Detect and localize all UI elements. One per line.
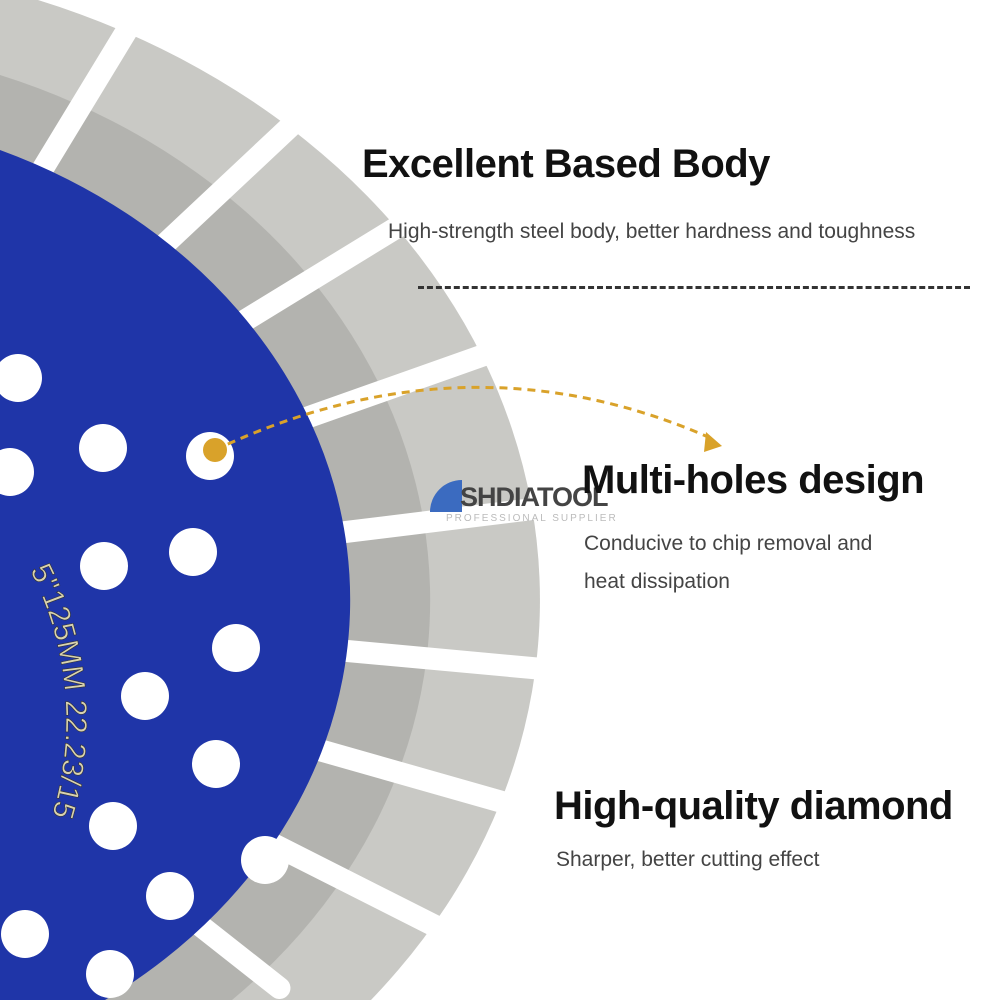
cooling-hole	[212, 624, 260, 672]
section-desc-body: High-strength steel body, better hardnes…	[388, 220, 916, 243]
cooling-hole	[0, 448, 34, 496]
cooling-hole	[1, 910, 49, 958]
arrowhead-icon	[704, 432, 722, 452]
segment-gap	[243, 824, 474, 951]
segment-gap	[217, 198, 437, 342]
section-desc-holes-line2: heat dissipation	[584, 570, 730, 593]
section-title-holes: Multi-holes design	[582, 458, 925, 502]
brand-logo: SHDIATOOL PROFESSIONAL SUPPLIER	[428, 476, 616, 528]
logo-name: SHDIATOOL	[460, 482, 609, 512]
cooling-hole	[192, 740, 240, 788]
segment-gap	[315, 638, 577, 683]
segment-gap	[313, 494, 574, 546]
segment-gap	[140, 91, 327, 268]
logo-tagline: PROFESSIONAL SUPPLIER	[446, 513, 618, 524]
cooling-hole	[169, 528, 217, 576]
segment-gaps	[21, 1, 577, 999]
section-title-body: Excellent Based Body	[362, 142, 770, 186]
blade-logo-icon	[430, 480, 462, 512]
segment-gap	[21, 1, 150, 197]
cooling-hole	[0, 354, 42, 402]
section-desc-diamond: Sharper, better cutting effect	[556, 848, 820, 871]
section-desc-holes-line1: Conducive to chip removal and	[584, 532, 873, 555]
cooling-hole	[241, 836, 289, 884]
steel-body	[0, 150, 351, 1000]
callout-dot	[203, 438, 227, 462]
cooling-hole	[121, 672, 169, 720]
cooling-holes	[0, 354, 289, 998]
segment-gap	[278, 334, 523, 435]
section-title-diamond: High-quality diamond	[554, 784, 953, 828]
dashed-divider	[418, 286, 970, 289]
callout-arrow	[214, 385, 716, 452]
cooling-hole	[146, 872, 194, 920]
cooling-hole	[86, 950, 134, 998]
cooling-hole	[79, 424, 127, 472]
segment-gap	[291, 734, 542, 822]
cooling-hole	[80, 542, 128, 590]
cooling-hole	[89, 802, 137, 850]
